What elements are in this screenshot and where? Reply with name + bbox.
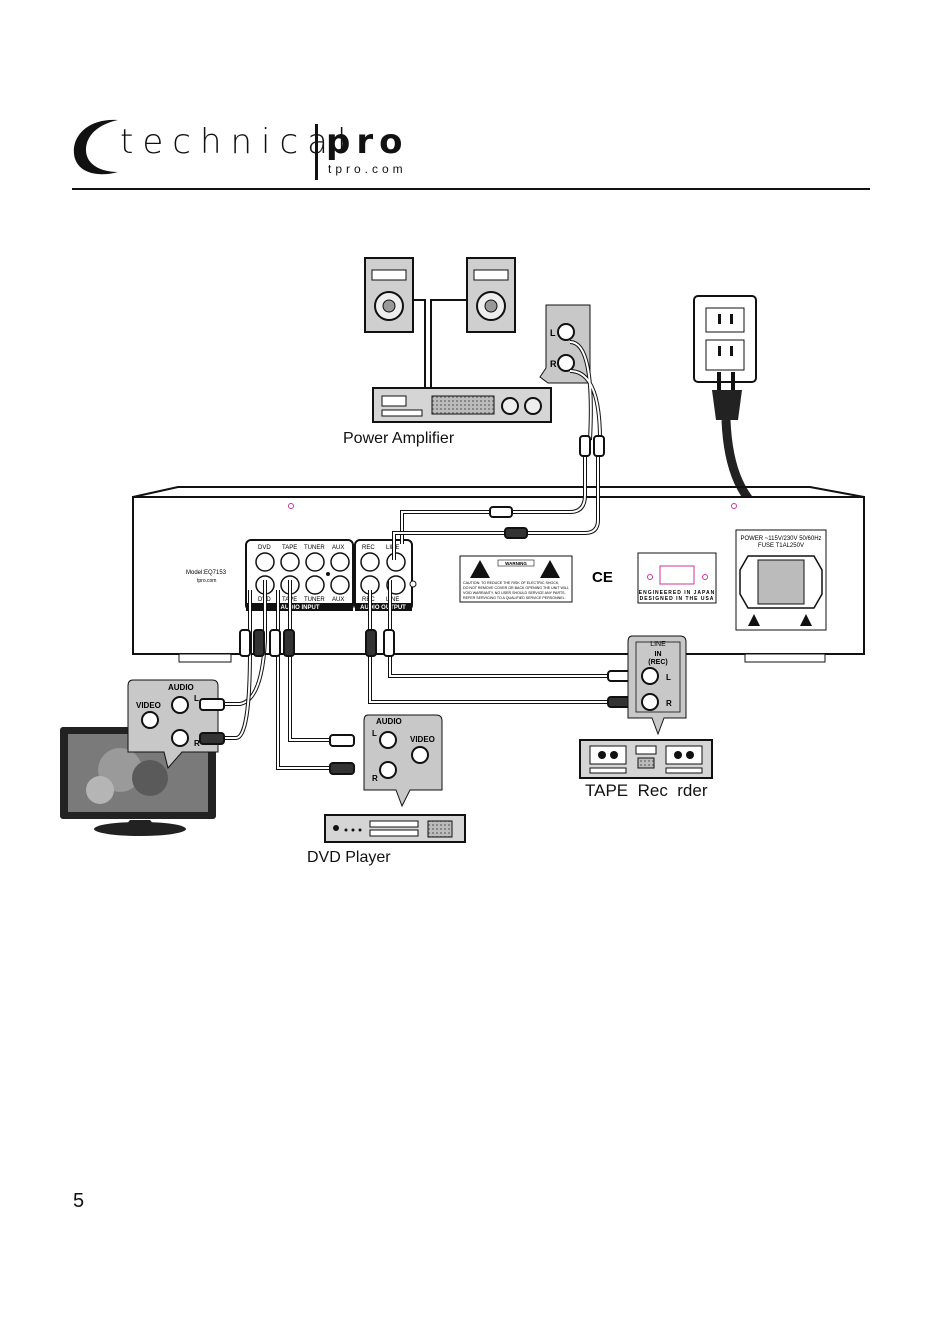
power-amplifier-caption: Power Amplifier (343, 430, 455, 447)
amp-input-callout: L R (539, 304, 591, 384)
tape-in-label: IN (655, 651, 662, 658)
input-bottom-tuner: TUNER (304, 597, 325, 603)
input-top-tape: TAPE (282, 545, 297, 551)
brand-pro: pro (326, 122, 409, 162)
tape-l-label: L (666, 673, 671, 682)
brand-separator (315, 124, 318, 180)
tv-r-label: R (194, 739, 200, 748)
tape-line-label: LINE (650, 641, 666, 648)
logo-swoosh-icon (73, 119, 118, 175)
speaker-wires (413, 299, 467, 388)
dvd-r-label: R (372, 774, 378, 783)
tape-recorder-icon (579, 739, 713, 779)
warning-line-3: VOID WARRANTY. NO USER SHOULD SERVICE AN… (463, 591, 566, 595)
right-speaker-icon (466, 257, 516, 333)
brand-word: technical (120, 122, 356, 162)
input-top-aux: AUX (332, 545, 344, 551)
ce-mark: CE (592, 569, 613, 586)
model-site: tpro.com (197, 578, 216, 584)
left-speaker-icon (364, 257, 414, 333)
tv-audio-label: AUDIO (168, 683, 194, 692)
page-number: 5 (73, 1190, 85, 1212)
warning-line-2: DO NOT REMOVE COVER OR BACK OPENING THE … (463, 586, 569, 590)
power-inlet: POWER ~115V/230V 50/60Hz FUSE T1AL250V (735, 529, 827, 631)
warning-label: WARNING CAUTION: TO REDUCE THE RISK OF E… (459, 555, 573, 603)
audio-output-jacks: REC LINE REC LINE AUDIO OUTPUT (354, 539, 417, 611)
dvd-video-label: VIDEO (410, 735, 435, 744)
engineered-label: ENGINEERED IN JAPAN DESIGNED IN THE USA (637, 552, 717, 604)
warning-line-4: REFER SERVICING TO A QUALIFIED SERVICE P… (463, 596, 566, 600)
fuse-spec: FUSE T1AL250V (758, 543, 804, 549)
tape-recorder-caption: TAPE Rec rder (585, 781, 708, 800)
input-top-tuner: TUNER (304, 545, 325, 551)
dvd-player-icon (324, 814, 466, 843)
power-amplifier-icon (372, 387, 552, 423)
output-top-rec: REC (362, 545, 375, 551)
audio-input-jacks: DVD TAPE TUNER AUX DVD TAPE TUNER AUX AU… (245, 539, 354, 611)
tape-rec-label: (REC) (648, 659, 667, 666)
rca-plugs-inputs (239, 629, 295, 657)
technicalpro-logo: technical pro tpro.com (70, 112, 410, 182)
input-top-dvd: DVD (258, 545, 271, 551)
output-group-label: AUDIO OUTPUT (360, 605, 406, 611)
dvd-player-caption: DVD Player (307, 849, 391, 866)
rca-plugs-amp (489, 435, 605, 539)
tv-video-label: VIDEO (136, 701, 161, 710)
warning-line-1: CAUTION: TO REDUCE THE RISK OF ELECTRIC … (463, 581, 559, 585)
tape-input-callout: LINE IN (REC) L R (627, 635, 687, 736)
wall-outlet-icon (693, 295, 757, 383)
input-group-label: AUDIO INPUT (281, 605, 320, 611)
power-spec: POWER ~115V/230V 50/60Hz (740, 536, 821, 542)
input-bottom-aux: AUX (332, 597, 344, 603)
output-bottom-line: LINE (386, 597, 399, 603)
engineered-text: ENGINEERED IN JAPAN (639, 590, 715, 596)
tape-r-label: R (666, 699, 672, 708)
header-rule (72, 188, 870, 190)
warning-title: WARNING (505, 561, 527, 566)
tv-input-callout: AUDIO VIDEO L R (127, 679, 225, 770)
brand-url: tpro.com (328, 162, 407, 176)
amp-r-label: R (550, 359, 557, 369)
dvd-input-callout: AUDIO VIDEO L R (329, 714, 443, 808)
model-label: Model:EQ7153 (186, 570, 227, 576)
amp-l-label: L (550, 328, 556, 338)
designed-text: DESIGNED IN THE USA (640, 596, 715, 602)
dvd-audio-label: AUDIO (376, 717, 402, 726)
tv-l-label: L (194, 694, 199, 703)
dvd-l-label: L (372, 729, 377, 738)
